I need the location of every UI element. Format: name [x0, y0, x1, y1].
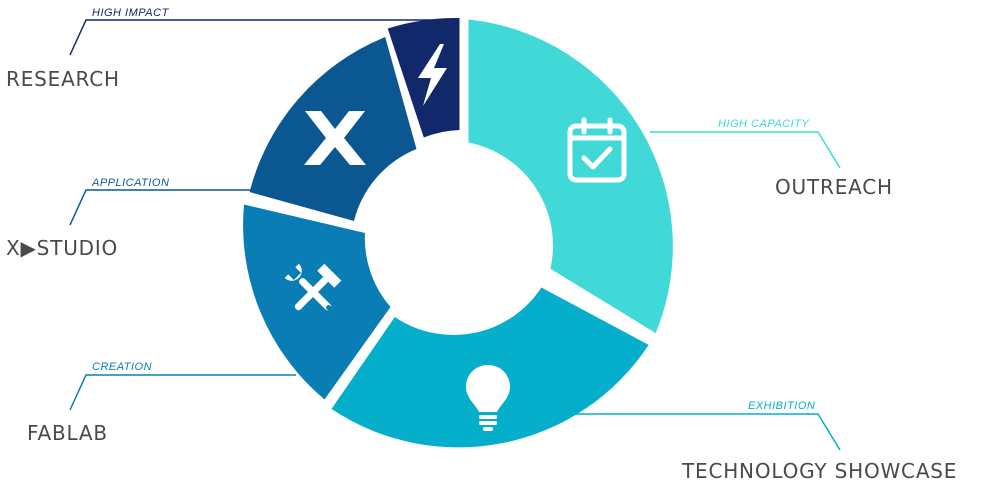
leader-line-outreach: [650, 131, 841, 169]
label-technology-showcase: TECHNOLOGY SHOWCASE: [681, 459, 957, 483]
lightning-icon: [418, 44, 447, 106]
tag-outreach: HIGH CAPACITY: [718, 118, 809, 130]
tag-showcase: EXHIBITION: [748, 400, 815, 412]
leader-line-xstudio: [69, 189, 252, 226]
label-xstudio: X▶STUDIO: [6, 236, 118, 260]
label-fablab: FABLAB: [27, 421, 108, 445]
leader-line-showcase: [568, 413, 841, 451]
x-letter-icon: [304, 111, 366, 165]
tag-xstudio: APPLICATION: [91, 177, 169, 189]
label-outreach: OUTREACH: [775, 175, 893, 199]
leader-lines: [69, 19, 841, 451]
tag-fablab: CREATION: [92, 361, 152, 373]
label-research: RESEARCH: [6, 67, 120, 91]
segment-fablab: [243, 204, 391, 400]
leader-line-research: [69, 19, 455, 56]
lightbulb-icon: [466, 365, 510, 431]
calendar-check-icon: [567, 117, 627, 183]
leader-line-fablab: [69, 374, 296, 411]
ring: [243, 17, 673, 448]
tag-research: HIGH IMPACT: [92, 7, 170, 19]
hammer-wrench-icon: [284, 263, 342, 311]
